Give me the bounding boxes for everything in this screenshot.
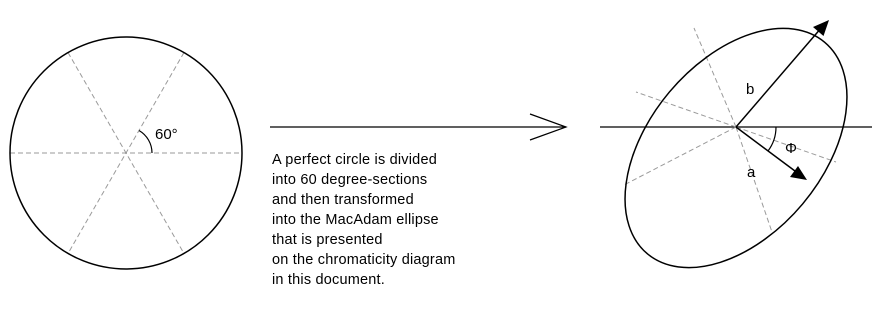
caption-line-3: and then transformed [272, 192, 414, 208]
ellipse-axis-label-a: a [747, 164, 756, 181]
ellipse-axis-label-b: b [746, 81, 754, 98]
circle-divider-120 [67, 52, 185, 254]
ellipse-divider-2 [635, 91, 737, 128]
transform-arrow [270, 113, 568, 141]
ellipse-angle-label: Φ [785, 140, 797, 157]
circle-angle-label: 60° [155, 126, 178, 143]
perfect-circle [9, 36, 243, 270]
ellipse-major-axis-arrowhead [813, 20, 829, 36]
caption-line-6: on the chromaticity diagram [272, 252, 456, 268]
caption-line-7: in this document. [272, 272, 386, 288]
caption-line-2: into 60 degree-sections [272, 172, 428, 188]
caption-block: A perfect circle is divided into 60 degr… [272, 150, 602, 290]
caption-line-4: into the MacAdam ellipse [272, 212, 439, 228]
caption-line-1: A perfect circle is divided [272, 152, 437, 168]
ellipse-divider-4 [735, 126, 773, 233]
transform-arrow-head [529, 113, 568, 141]
ellipse-minor-axis-arrowhead [790, 166, 807, 180]
circle-angle-arc [138, 129, 153, 154]
ellipse-divider-5 [623, 126, 737, 186]
ellipse-section-dividers [623, 27, 837, 233]
circle-section-dividers [10, 52, 242, 254]
caption-line-5: that is presented [272, 232, 383, 248]
ellipse-minor-axis-a [735, 126, 800, 175]
ellipse-angle-arc [767, 126, 777, 152]
circle-figure: 60° [9, 36, 243, 270]
macadam-ellipse [624, 27, 848, 269]
ellipse-divider-3 [693, 27, 737, 128]
ellipse-divider-1 [735, 126, 837, 163]
ellipse-major-axis-b [735, 26, 823, 128]
ellipse-figure: b a Φ [600, 20, 872, 269]
